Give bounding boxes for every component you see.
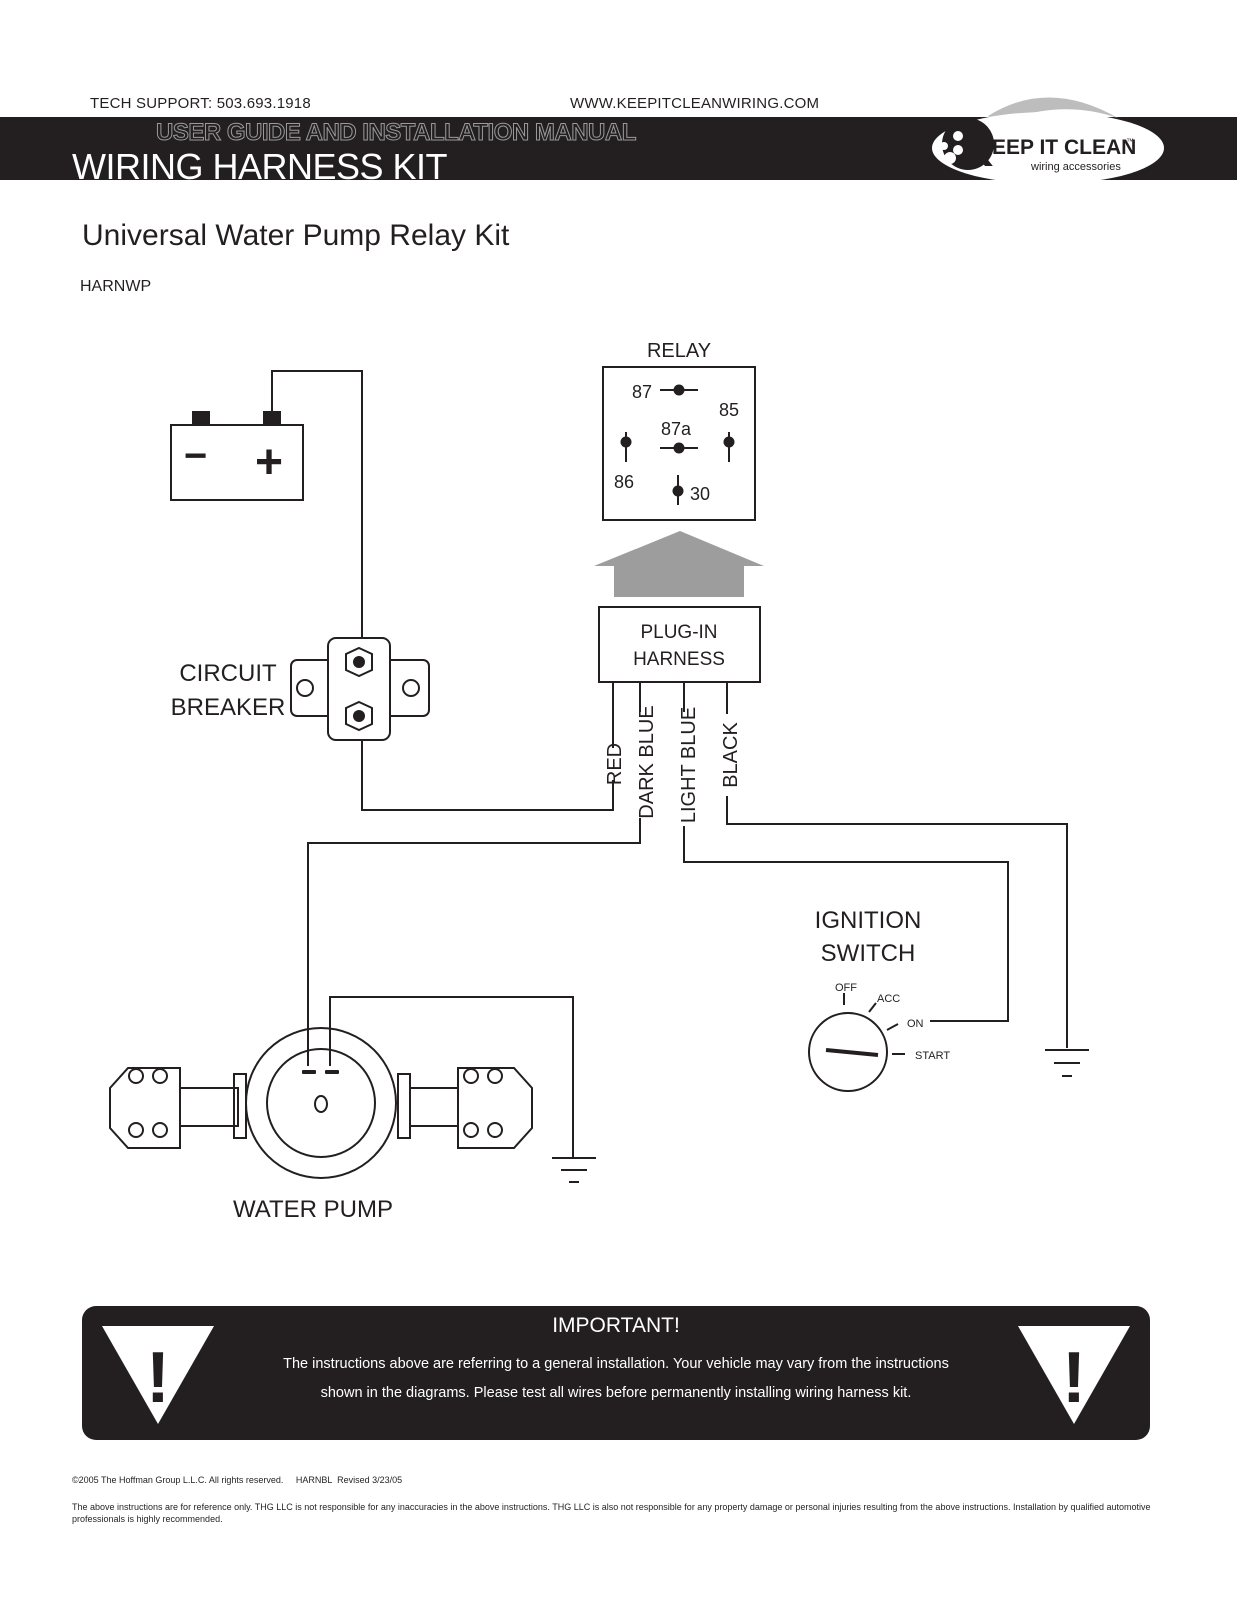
logo-tagline: wiring accessories: [1030, 161, 1121, 173]
dark-blue-wire: [307, 818, 641, 1066]
relay-label: RELAY: [647, 340, 711, 362]
ignition-label-line1: IGNITION: [815, 907, 922, 934]
important-line-1: The instructions above are referring to …: [283, 1356, 949, 1372]
svg-text:!: !: [1062, 1338, 1086, 1418]
relay-pin-85: 85: [719, 400, 739, 420]
harness-label-line1: PLUG-IN: [640, 622, 717, 643]
wire-label-light-blue: LIGHT BLUE: [678, 707, 700, 823]
light-blue-wire: [683, 826, 1009, 1022]
water-pump: [245, 1027, 397, 1179]
ignition-off-label: OFF: [835, 982, 857, 994]
important-line-2: shown in the diagrams. Please test all w…: [320, 1385, 912, 1401]
wire-label-red: RED: [604, 743, 626, 785]
logo-text: EEP IT CLEAN: [992, 136, 1136, 159]
relay-pin-87: 87: [632, 382, 652, 402]
important-title: IMPORTANT!: [552, 1314, 680, 1337]
pump-flange-right: [457, 1067, 533, 1149]
svg-text:!: !: [146, 1338, 170, 1418]
battery: [170, 424, 304, 501]
warning-icon-right: !: [1018, 1326, 1130, 1424]
ignition-start-label: START: [915, 1050, 950, 1062]
relay-pin-30: 30: [690, 484, 710, 504]
logo-letter: K: [960, 124, 993, 176]
important-notice: ! IMPORTANT! The instructions above are …: [82, 1306, 1150, 1440]
relay-pin-87a: 87a: [661, 419, 692, 439]
ignition-acc-label: ACC: [877, 993, 900, 1005]
arrow-up-icon: [594, 531, 764, 597]
water-pump-label: WATER PUMP: [233, 1196, 393, 1223]
relay: [602, 366, 756, 521]
ignition-label-line2: SWITCH: [821, 940, 916, 967]
breaker-label-line1: CIRCUIT: [179, 660, 277, 687]
website-link[interactable]: WWW.KEEPITCLEANWIRING.COM: [570, 95, 820, 112]
tech-support-text: TECH SUPPORT: 503.693.1918: [90, 95, 311, 112]
disclaimer-text: The above instructions are for reference…: [72, 1502, 1151, 1524]
battery-positive-terminal: [263, 411, 281, 425]
ignition-key: [825, 1048, 879, 1057]
breaker-tab-right: [384, 659, 430, 717]
battery-to-breaker-wire: [271, 370, 363, 662]
relay-pin-86: 86: [614, 472, 634, 492]
circuit-breaker: [327, 637, 391, 741]
battery-plus-label: +: [255, 436, 283, 489]
logo-tm: ™: [1126, 137, 1134, 146]
guide-label: USER GUIDE AND INSTALLATION MANUAL: [156, 119, 637, 147]
black-wire: [726, 796, 1068, 1048]
wire-label-dark-blue: DARK BLUE: [636, 705, 658, 818]
harness-label-line2: HARNESS: [633, 649, 725, 670]
page-title: Universal Water Pump Relay Kit: [82, 219, 510, 252]
keep-it-clean-logo: K EEP IT CLEAN ™ wiring accessories: [932, 97, 1164, 184]
copyright-text: ©2005 The Hoffman Group L.L.C. All right…: [72, 1475, 403, 1485]
breaker-label-line2: BREAKER: [171, 694, 286, 721]
wire-label-black: BLACK: [720, 722, 742, 788]
plug-in-harness: [598, 606, 761, 683]
battery-negative-terminal: [192, 411, 210, 425]
red-wire: [361, 712, 614, 811]
kit-label: WIRING HARNESS KIT: [72, 146, 448, 187]
wiring-diagram: − + RELAY 87 85 87a 86 30 PLUG-IN HARNES…: [109, 340, 1089, 1223]
ignition-switch: [808, 1012, 888, 1092]
pump-ground-wire: [329, 996, 574, 1158]
pump-flange-left: [109, 1067, 181, 1149]
battery-minus-label: −: [184, 434, 207, 478]
ignition-on-label: ON: [907, 1018, 924, 1030]
warning-icon-left: !: [102, 1326, 214, 1424]
part-number: HARNWP: [80, 278, 152, 295]
